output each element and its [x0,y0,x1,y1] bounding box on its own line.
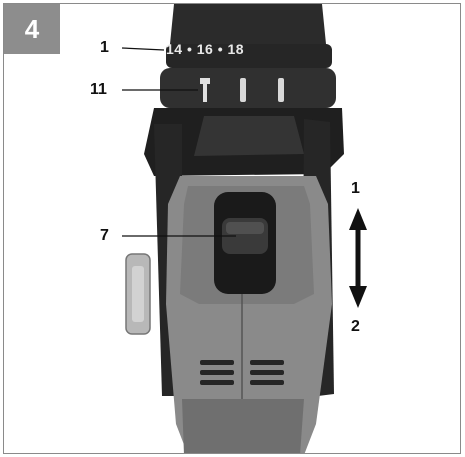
vent-slot [250,370,284,375]
vent-slot [200,370,234,375]
vent-slot [250,380,284,385]
drill-photo [4,4,460,453]
callout-label-1: 1 [100,39,109,56]
torque-setting-text: 14 • 16 • 18 [166,41,245,57]
vent-slot [200,360,234,365]
drill-bit-icon [278,78,284,102]
lower-grip [182,399,304,453]
figure-number-badge: 4 [4,4,60,54]
torque-ring [166,44,332,68]
figure-frame: 4 14 • 16 • 18 1 11 7 1 2 [3,3,461,454]
chuck-top [170,4,326,44]
hammer-icon [200,78,210,84]
callout-label-11: 11 [90,81,107,98]
arrow-up-icon [349,208,367,230]
direction-label-up: 1 [351,180,360,197]
vent-slot [250,360,284,365]
screw-icon [240,78,246,102]
mode-selector-ring [160,68,336,108]
vent-slot [200,380,234,385]
callout-line-1 [121,47,165,51]
direction-arrow [349,208,367,308]
callout-label-7: 7 [100,227,109,244]
arrow-down-icon [349,286,367,308]
figure-number: 4 [24,13,40,44]
direction-label-down: 2 [351,318,360,335]
